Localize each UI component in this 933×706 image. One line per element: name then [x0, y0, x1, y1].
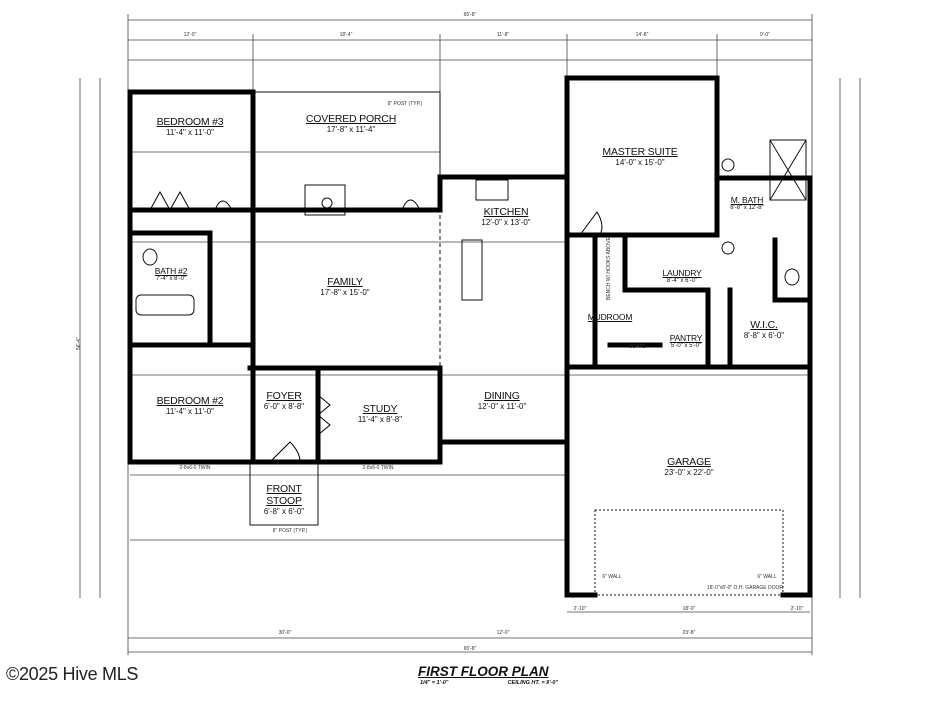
note-window-twin: 2-8x6-0 TWIN [179, 465, 211, 471]
dim-top: 12'-0" [183, 32, 197, 38]
dim-garage: 18'-0" [682, 606, 696, 612]
dim-overall-bottom: 65'-8" [463, 646, 477, 652]
dim-garage: 2'-10" [790, 606, 804, 612]
room-mudroom: MUDROOM [587, 312, 633, 322]
dim-top: 9'-0" [760, 32, 770, 38]
copyright-watermark: ©2025 Hive MLS [6, 664, 139, 684]
note-wall-left: 6" WALL [602, 574, 622, 580]
dim-top: 18'-4" [339, 32, 353, 38]
dim-bottom: 23'-8" [682, 630, 696, 636]
note-coats: COATS [628, 344, 646, 350]
dim-overall-top: 65'-8" [463, 12, 477, 18]
note-window-twin: 2-8x6-0 TWIN [362, 465, 394, 471]
dim-top: 11'-8" [496, 32, 510, 38]
note-post: 8" POST (TYP.) [387, 101, 423, 107]
room-wic: W.I.C.8'-8" x 6'-0" [743, 319, 785, 340]
plan-title: FIRST FLOOR PLAN [418, 664, 549, 679]
dim-overall-left: 56'-4" [76, 337, 82, 350]
dim-bottom: 12'-0" [496, 630, 510, 636]
dim-top: 14'-8" [635, 32, 649, 38]
dim-garage: 2'-10" [573, 606, 587, 612]
dim-bottom: 30'-0" [278, 630, 292, 636]
door-swings [149, 190, 603, 463]
thin-lines [135, 91, 807, 596]
note-garage-door: 18'-0"x8'-0" O.H. GARAGE DOOR [706, 585, 784, 591]
title-block: FIRST FLOOR PLAN 1/4" = 1'-0" CEILING HT… [418, 664, 560, 686]
note-bench: BENCH W/ HOOKS ABOVE [606, 237, 612, 300]
note-post-stoop: 8" POST (TYP.) [272, 528, 308, 534]
walls [127, 75, 813, 598]
ceiling-height: CEILING HT. = 9'-0" [507, 680, 558, 686]
plan-scale: 1/4" = 1'-0" [420, 680, 449, 686]
note-wall-right: 6" WALL [757, 574, 777, 580]
